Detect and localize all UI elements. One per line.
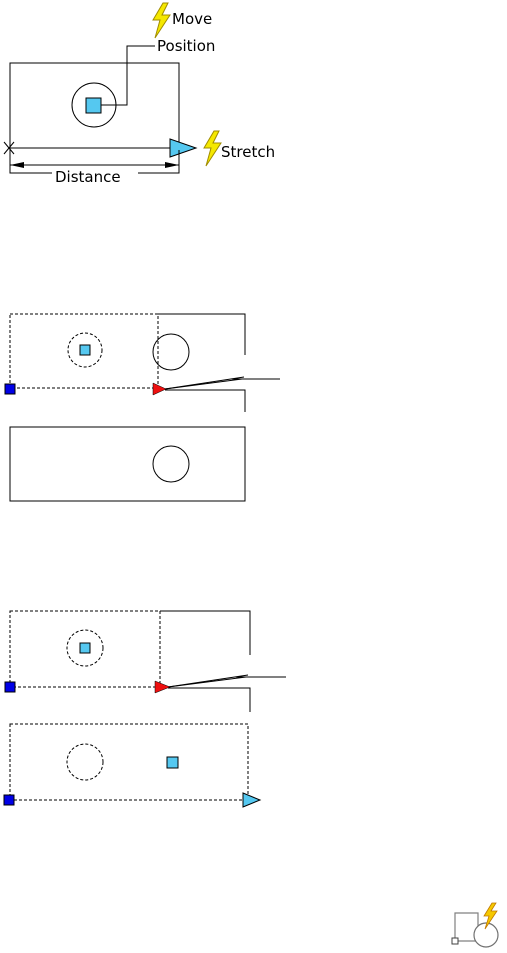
- stretch-grip-arrow[interactable]: [170, 139, 196, 157]
- panel-stretch: [5, 314, 280, 501]
- stretch-bottom-edge: [165, 390, 245, 412]
- stretch-lightning-bolt-icon: [204, 131, 221, 166]
- move-position-grip[interactable]: [80, 643, 90, 653]
- position-leader: [101, 46, 155, 105]
- move-label: Move: [172, 10, 212, 28]
- distance-label: Distance: [55, 168, 121, 186]
- stretch-result-circle: [153, 446, 189, 482]
- move-bottom-edge: [168, 688, 250, 712]
- dynamic-block-icon: [452, 903, 498, 947]
- move-lightning-bolt-icon: [153, 3, 170, 38]
- move-base-grip[interactable]: [5, 682, 15, 692]
- stretch-base-grip[interactable]: [5, 384, 15, 394]
- move-result-dashed-rect: [10, 724, 248, 800]
- move-result-dashed-circle: [67, 744, 103, 780]
- move-result-arrow-grip[interactable]: [243, 793, 260, 807]
- stretch-hot-arrow-grip[interactable]: [153, 383, 166, 395]
- move-result-base-grip[interactable]: [4, 795, 14, 805]
- stretch-position-grip[interactable]: [80, 345, 90, 355]
- position-label: Position: [157, 37, 215, 55]
- panel-definition: Distance Move Position Stretch: [4, 3, 275, 186]
- move-result-position-grip[interactable]: [167, 757, 178, 768]
- block-rectangle: [10, 63, 179, 173]
- panel-move-stretch: [4, 611, 286, 807]
- move-top-edge: [160, 611, 250, 655]
- position-grip[interactable]: [86, 98, 101, 113]
- move-hot-arrow-grip[interactable]: [155, 681, 170, 693]
- stretch-label: Stretch: [221, 143, 275, 161]
- stretch-result-rect: [10, 427, 245, 501]
